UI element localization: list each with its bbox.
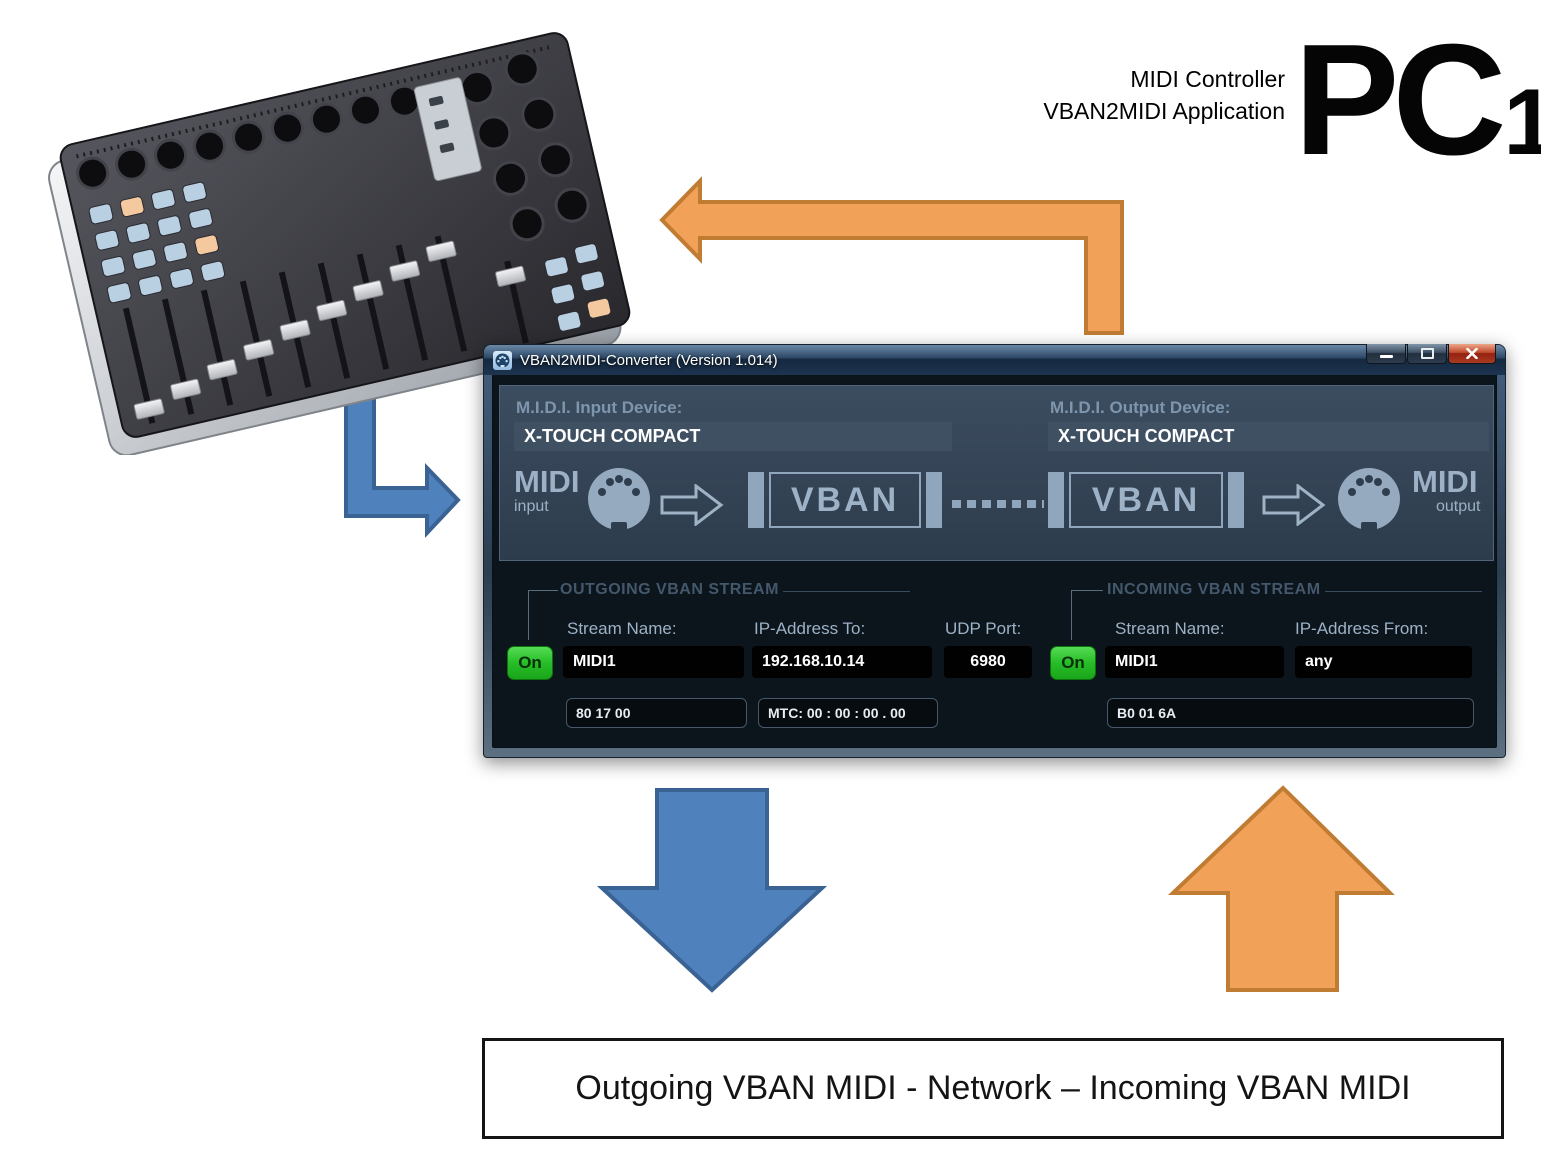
midi-output-caption: MIDI output <box>1412 464 1481 515</box>
midi-din-input-icon <box>588 468 650 532</box>
pc1-caption: MIDI Controller VBAN2MIDI Application <box>1043 64 1285 127</box>
incoming-stream-name-label: Stream Name: <box>1115 619 1225 638</box>
midi-input-caption: MIDI input <box>514 464 580 515</box>
minimize-button[interactable] <box>1366 344 1406 364</box>
incoming-midi-monitor: B0 01 6A <box>1107 698 1474 728</box>
incoming-stream-name-field[interactable]: MIDI1 <box>1105 646 1284 678</box>
pc1-label-number: 1 <box>1503 69 1541 174</box>
outgoing-bracket <box>528 590 529 640</box>
button-grid <box>88 181 226 304</box>
incoming-section-title: INCOMING VBAN STREAM <box>1107 581 1321 598</box>
outgoing-on-button[interactable]: On <box>507 646 553 680</box>
knob-cluster <box>459 51 590 242</box>
maximize-button[interactable] <box>1407 344 1447 364</box>
faders <box>122 235 529 424</box>
arrow-orange-elbow <box>659 176 1124 335</box>
midi-input-device-value[interactable]: X-TOUCH COMPACT <box>514 422 952 451</box>
midi-output-device-value[interactable]: X-TOUCH COMPACT <box>1048 422 1489 451</box>
vban2midi-window: VBAN2MIDI-Converter (Version 1.014) M.I.… <box>483 344 1506 758</box>
pc1-label: PC 1 <box>1294 12 1541 188</box>
window-titlebar[interactable]: VBAN2MIDI-Converter (Version 1.014) <box>484 344 1505 375</box>
outgoing-midi-monitor: 80 17 00 <box>566 698 747 728</box>
app-icon <box>493 350 512 370</box>
device-panel: M.I.D.I. Input Device: X-TOUCH COMPACT M… <box>499 385 1494 561</box>
pc1-caption-line1: MIDI Controller <box>1130 66 1285 92</box>
outgoing-stream-name-field[interactable]: MIDI1 <box>563 646 744 678</box>
close-icon <box>1466 348 1478 359</box>
outgoing-udp-port-label: UDP Port: <box>945 619 1022 638</box>
close-button[interactable] <box>1448 344 1496 364</box>
network-dashed-link <box>952 500 1044 508</box>
window-title: VBAN2MIDI-Converter (Version 1.014) <box>520 351 778 369</box>
transport-buttons <box>544 243 612 332</box>
flow-arrow-left-icon <box>660 484 724 526</box>
incoming-on-button[interactable]: On <box>1050 646 1096 680</box>
outgoing-stream-name-label: Stream Name: <box>567 619 677 638</box>
flow-arrow-right-icon <box>1262 484 1326 526</box>
knob-row <box>76 84 421 190</box>
incoming-bracket <box>1071 590 1072 640</box>
window-client-area: M.I.D.I. Input Device: X-TOUCH COMPACT M… <box>492 375 1497 748</box>
outgoing-mtc-monitor: MTC: 00 : 00 : 00 . 00 <box>758 698 938 728</box>
incoming-ip-from-field[interactable]: any <box>1295 646 1472 678</box>
maximize-icon <box>1420 348 1434 359</box>
outgoing-ip-to-label: IP-Address To: <box>754 619 866 638</box>
network-caption-text: Outgoing VBAN MIDI - Network – Incoming … <box>575 1069 1411 1107</box>
outgoing-ip-to-field[interactable]: 192.168.10.14 <box>752 646 932 678</box>
minimize-icon <box>1379 355 1393 358</box>
arrow-blue-down <box>596 788 828 993</box>
pc1-caption-line2: VBAN2MIDI Application <box>1043 97 1285 124</box>
outgoing-udp-port-field[interactable]: 6980 <box>944 646 1032 678</box>
vban-incoming-badge: VBAN <box>1048 472 1244 528</box>
network-caption-box: Outgoing VBAN MIDI - Network – Incoming … <box>482 1038 1504 1139</box>
midi-input-device-label: M.I.D.I. Input Device: <box>516 398 683 417</box>
vban-outgoing-badge: VBAN <box>748 472 942 528</box>
midi-controller-photo <box>48 32 631 455</box>
arrow-orange-up <box>1168 785 1395 992</box>
incoming-ip-from-label: IP-Address From: <box>1295 619 1429 638</box>
outgoing-section-title: OUTGOING VBAN STREAM <box>560 581 779 598</box>
midi-din-output-icon <box>1338 468 1400 532</box>
midi-output-device-label: M.I.D.I. Output Device: <box>1050 398 1231 417</box>
pc1-label-big: PC <box>1294 12 1506 188</box>
